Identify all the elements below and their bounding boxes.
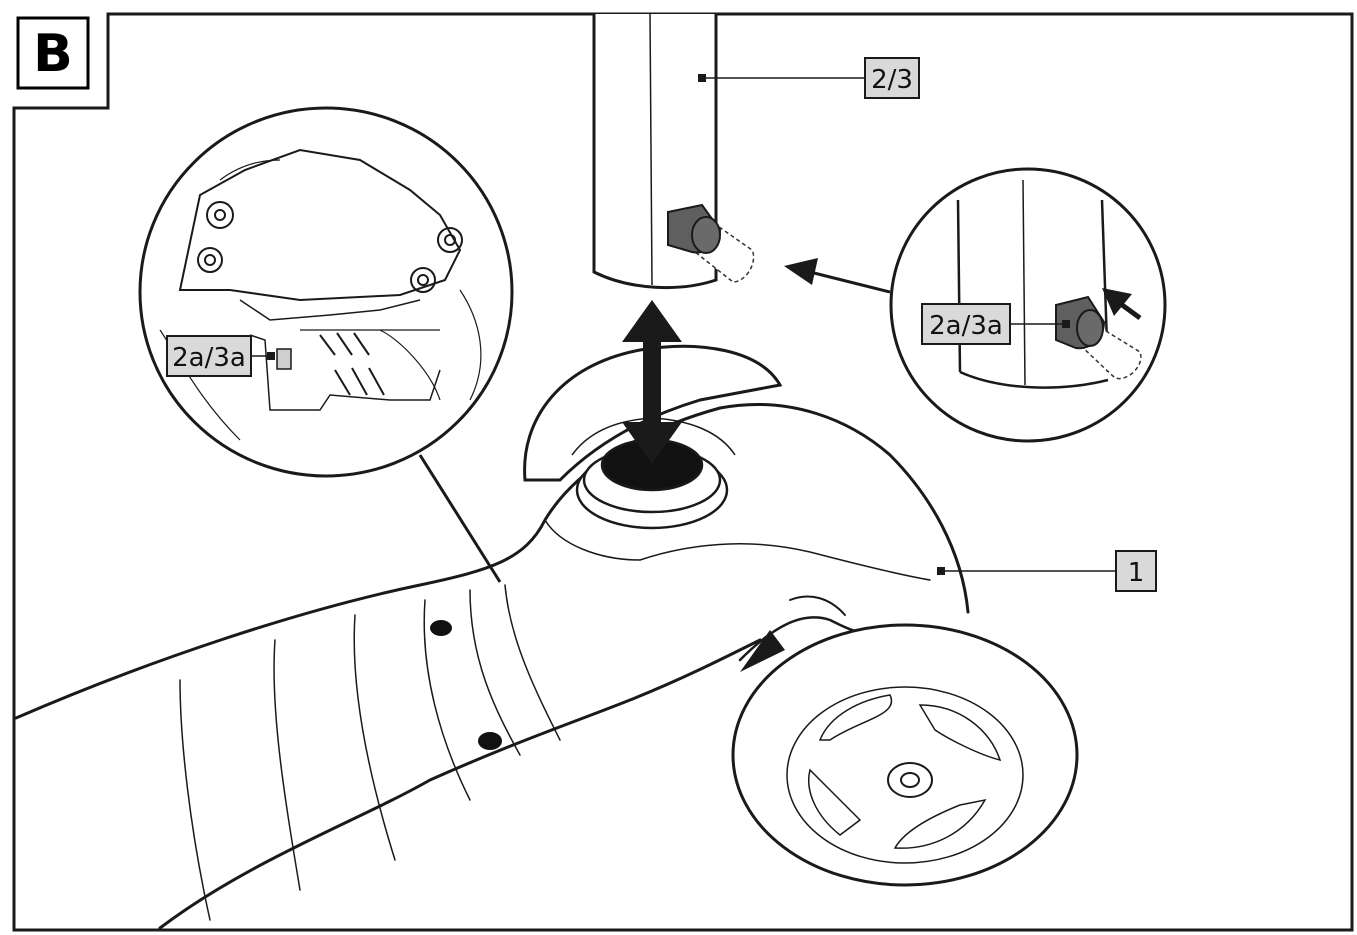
callout-tube: 2/3 [864, 57, 920, 99]
deck-screws [430, 620, 502, 750]
callout-dots [267, 74, 1070, 575]
zoom-circle-underside [138, 106, 514, 583]
callout-detail-zoom-text: 2a/3a [172, 343, 246, 373]
detail-pointer-arrow [784, 258, 891, 294]
callout-tube-text: 2/3 [871, 65, 913, 95]
fork-shadow [740, 630, 785, 672]
callout-detail-zoom: 2a/3a [166, 335, 252, 377]
step-badge: B [16, 16, 90, 90]
insert-arrow [622, 300, 682, 464]
mounting-socket [571, 417, 736, 530]
step-label: B [33, 24, 73, 84]
callout-deck-text: 1 [1128, 558, 1145, 588]
callout-button-zoom-text: 2a/3a [929, 311, 1003, 341]
tube-button [667, 203, 755, 283]
callout-button-zoom: 2a/3a [921, 303, 1011, 345]
front-wheel [731, 623, 1079, 887]
diagram-frame [12, 12, 1354, 932]
zoom-circle-button [889, 167, 1167, 443]
callout-deck: 1 [1115, 550, 1157, 592]
